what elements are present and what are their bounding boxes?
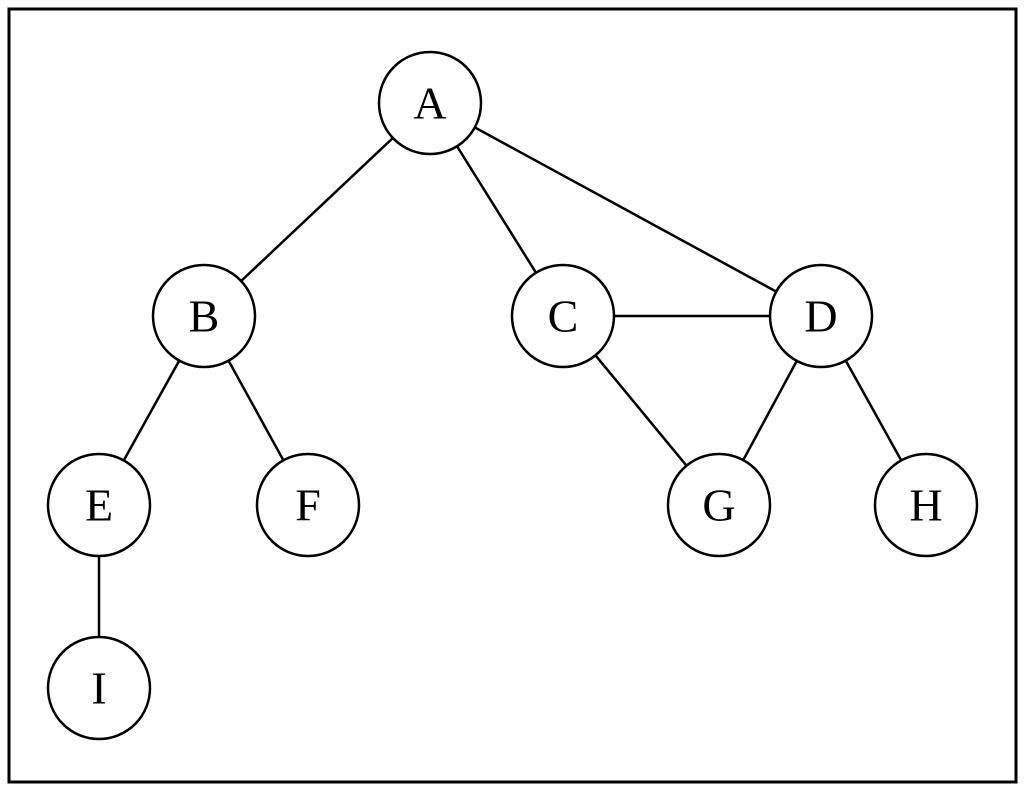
edge-b-f — [227, 360, 285, 461]
edge-a-d — [474, 126, 777, 293]
diagram-frame — [7, 7, 1018, 784]
node-label-i: I — [91, 663, 106, 714]
node-label-f: F — [295, 480, 321, 531]
node-c: C — [510, 263, 616, 369]
node-circle-d — [768, 263, 874, 369]
node-circle-a — [377, 50, 483, 156]
node-f: F — [255, 452, 361, 558]
edge-d-g — [742, 360, 798, 461]
edge-c-g — [594, 354, 688, 467]
edge-a-b — [240, 137, 394, 282]
node-h: H — [873, 452, 979, 558]
node-circle-c — [510, 263, 616, 369]
edge-d-h — [844, 359, 903, 462]
node-g: G — [666, 452, 772, 558]
node-circle-i — [46, 635, 152, 741]
node-b: B — [151, 263, 257, 369]
node-e: E — [46, 452, 152, 558]
node-label-e: E — [85, 480, 113, 531]
node-label-b: B — [189, 291, 220, 342]
node-i: I — [46, 635, 152, 741]
node-label-a: A — [413, 78, 446, 129]
node-layer: A B C D E F G H I — [46, 50, 979, 741]
node-label-c: C — [548, 291, 579, 342]
node-label-g: G — [702, 480, 735, 531]
node-label-d: D — [804, 291, 837, 342]
node-label-h: H — [909, 480, 942, 531]
node-d: D — [768, 263, 874, 369]
node-circle-e — [46, 452, 152, 558]
edge-a-c — [455, 145, 538, 274]
node-circle-b — [151, 263, 257, 369]
node-circle-g — [666, 452, 772, 558]
node-a: A — [377, 50, 483, 156]
edge-b-e — [122, 359, 181, 462]
node-circle-f — [255, 452, 361, 558]
edge-layer — [97, 126, 903, 637]
node-circle-h — [873, 452, 979, 558]
